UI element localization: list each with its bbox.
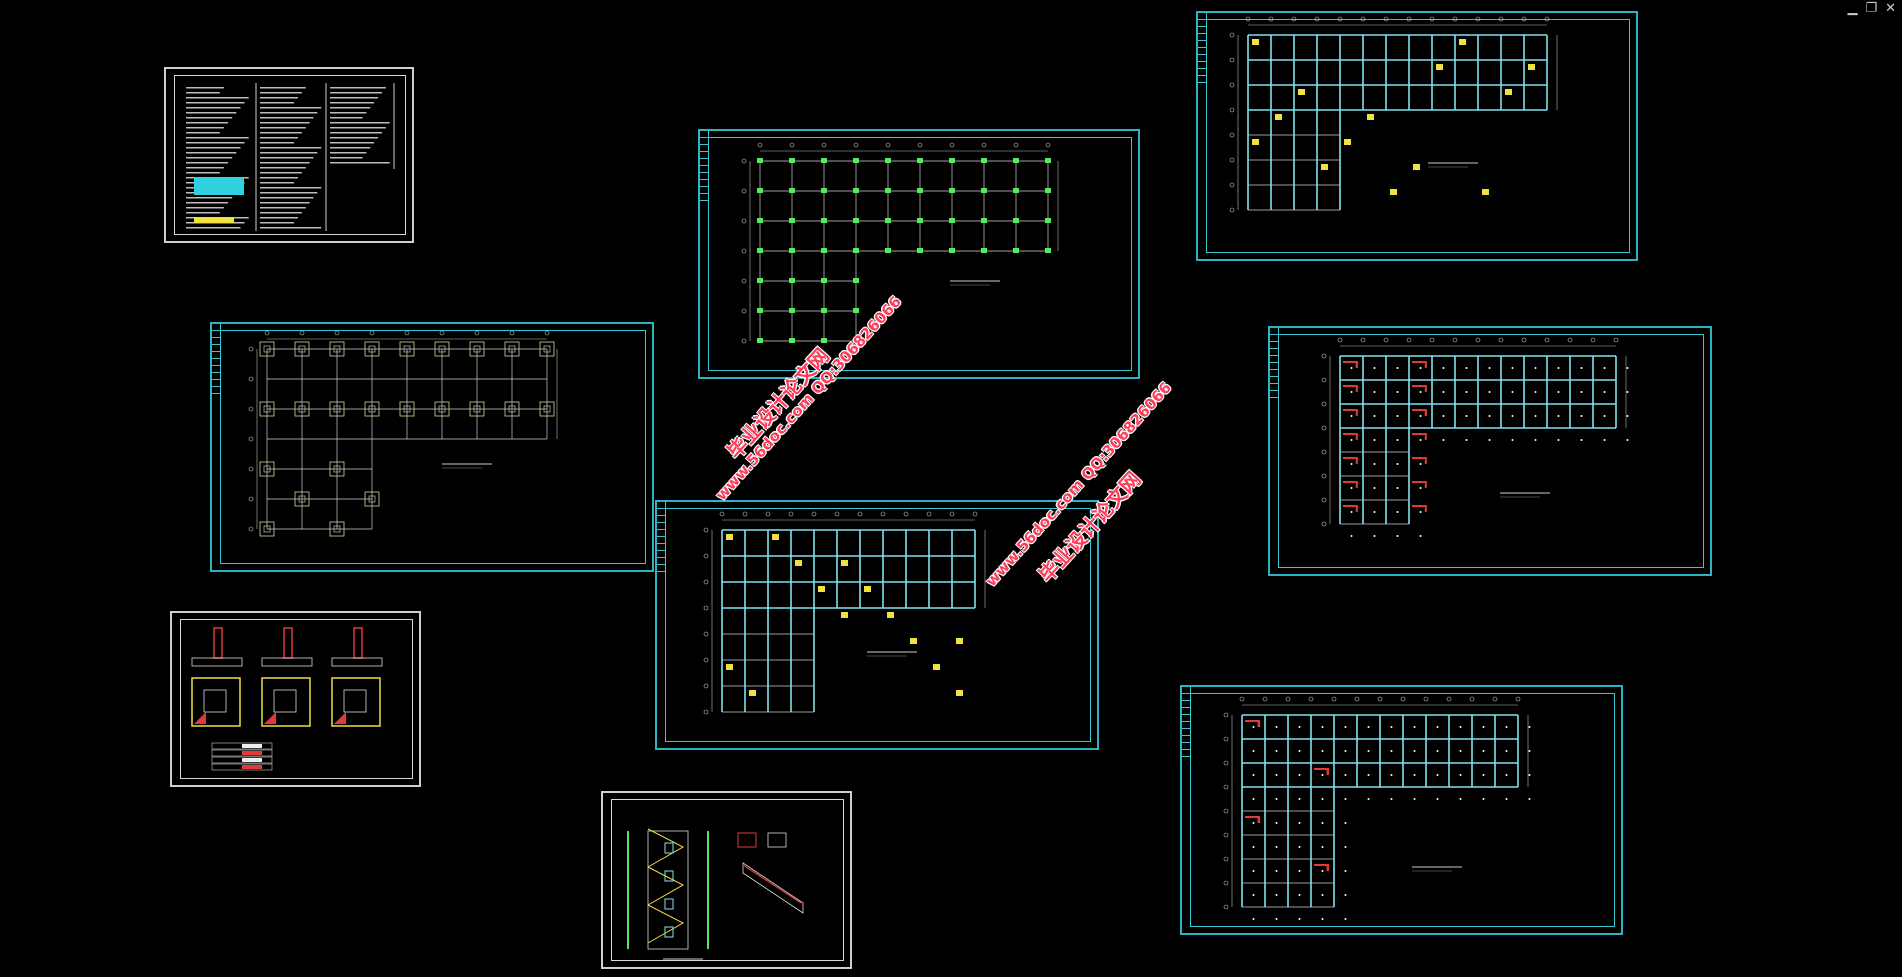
close-icon[interactable]: ✕ [1885,1,1896,16]
slab-plan-drawing-2 [1223,696,1531,920]
column-layout-plan-sheet[interactable] [698,129,1140,379]
beam-plan-drawing-2 [703,511,986,715]
restore-icon[interactable]: ❐ [1865,1,1878,16]
window-controls: ▁ ❐ ✕ [1847,2,1896,16]
notes-drawing [186,83,395,231]
slab-reinforcement-plan-sheet-1[interactable] [1268,326,1712,576]
upper-floor-beam-plan-sheet[interactable] [1196,11,1638,261]
design-notes-sheet[interactable] [164,67,414,243]
stair-detail-sheet[interactable] [601,791,852,969]
foundation-plan-drawing [248,330,558,537]
beam-plan-drawing-1 [1229,16,1558,213]
slab-reinforcement-plan-sheet-2[interactable] [1180,685,1623,935]
floor-beam-plan-sheet[interactable] [655,500,1099,750]
stair-detail-drawing [627,828,804,960]
foundation-detail-drawing [191,627,383,771]
column-plan-drawing [741,142,1059,344]
foundation-plan-sheet[interactable] [210,322,654,572]
foundation-detail-sheet[interactable] [170,611,421,787]
slab-plan-drawing-1 [1321,337,1629,537]
minimize-icon[interactable]: ▁ [1847,1,1858,16]
